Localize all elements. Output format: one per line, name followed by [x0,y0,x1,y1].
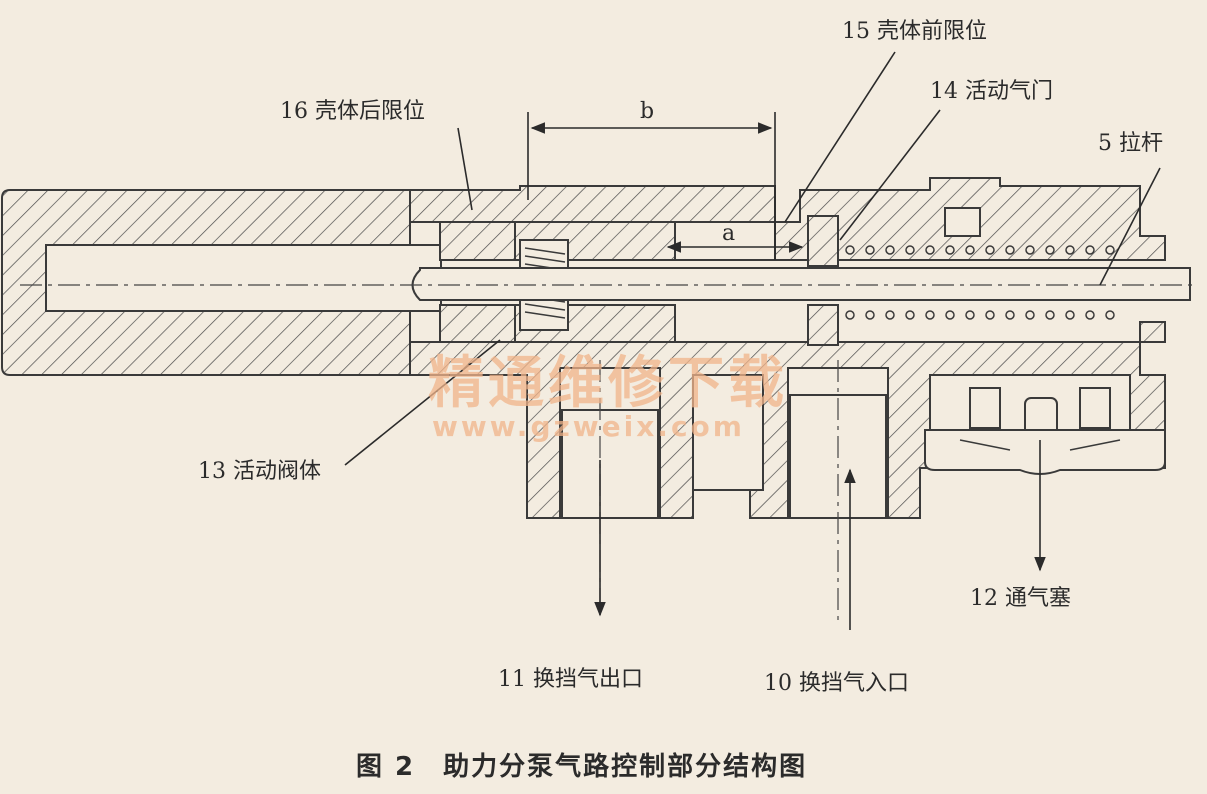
dimension-b: b [527,99,776,222]
label-5: 5 拉杆 [1098,131,1163,156]
dimension-a: a [666,221,804,260]
leader-16 [457,127,473,211]
spring-right [807,215,1115,346]
label-16: 16 壳体后限位 [280,99,425,124]
dim-b-label: b [640,99,654,124]
dim-a-label: a [722,221,735,246]
label-10: 10 换挡气入口 [764,671,909,696]
pull-rod-5 [411,267,1191,301]
label-13: 13 活动阀体 [198,459,321,484]
label-11: 11 换挡气出口 [498,667,643,692]
vent-plug-12 [924,387,1166,475]
leader-15 [784,51,896,223]
left-cylinder [1,189,442,376]
label-15: 15 壳体前限位 [842,19,987,44]
watermark-url: www.gzweix.com [432,410,745,443]
label-12: 12 通气塞 [970,586,1071,611]
valve-body-13 [439,221,676,343]
label-14: 14 活动气门 [930,79,1053,104]
watermark-title: 精通维修下载 [428,351,788,416]
leader-14 [839,109,941,241]
figure-caption: 图 2 助力分泵气路控制部分结构图 [356,751,807,782]
leader-5 [1099,167,1161,286]
leader-13 [344,339,501,466]
